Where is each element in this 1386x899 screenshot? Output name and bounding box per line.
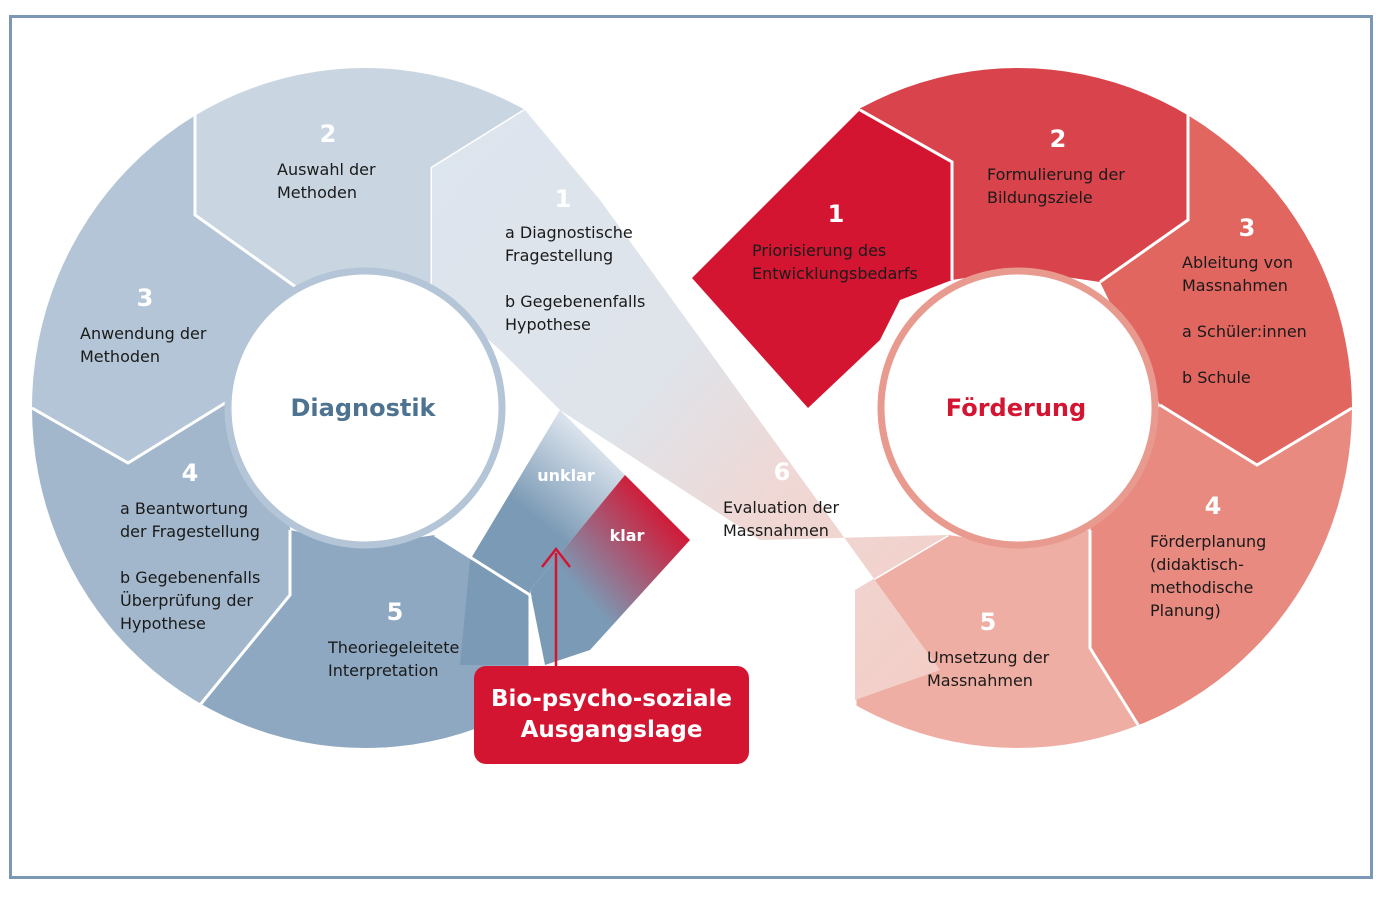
crossing-band-d1-f6 [432,110,948,700]
foerderung-title: Förderung [946,394,1086,422]
foerderung-segment-4-number: 4 [1205,492,1222,520]
start-box-line2: Ausgangslage [520,717,703,743]
diagnostik-segment-5-number: 5 [387,598,404,626]
start-box-line1: Bio-psycho-soziale [490,686,733,712]
diagnostik-segment-5[interactable] [200,530,530,760]
diagnostik-center [224,267,506,549]
diagnostik-segment-3-number: 3 [137,284,154,312]
start-box-bio-psycho-soziale-ausgangslage[interactable]: Bio-psycho-soziale Ausgangslage [474,666,749,764]
foerderung-segment-5-number: 5 [980,608,997,636]
diagnostik-segment-2-number: 2 [320,120,337,148]
foerderung-segment-1[interactable] [692,110,952,408]
foerderung-segment-2-number: 2 [1050,125,1067,153]
foerderung-segment-5[interactable] [855,530,1160,760]
foerderung-center [877,267,1159,549]
branch-klar[interactable] [530,475,690,665]
foerderung-segment-3-number: 3 [1239,214,1256,242]
branch-klar-label: klar [610,526,645,545]
diagnostik-segment-4-number: 4 [182,459,199,487]
diagnostik-segment-1-number: 1 [555,185,572,213]
diagnostik-title: Diagnostik [290,394,436,422]
branch-unklar[interactable] [460,410,625,665]
branch-unklar-label: unklar [537,466,595,485]
arrow-head-icon [541,546,571,568]
foerderung-segment-1-number: 1 [828,200,845,228]
foerderung-segment-6-number: 6 [774,458,791,486]
